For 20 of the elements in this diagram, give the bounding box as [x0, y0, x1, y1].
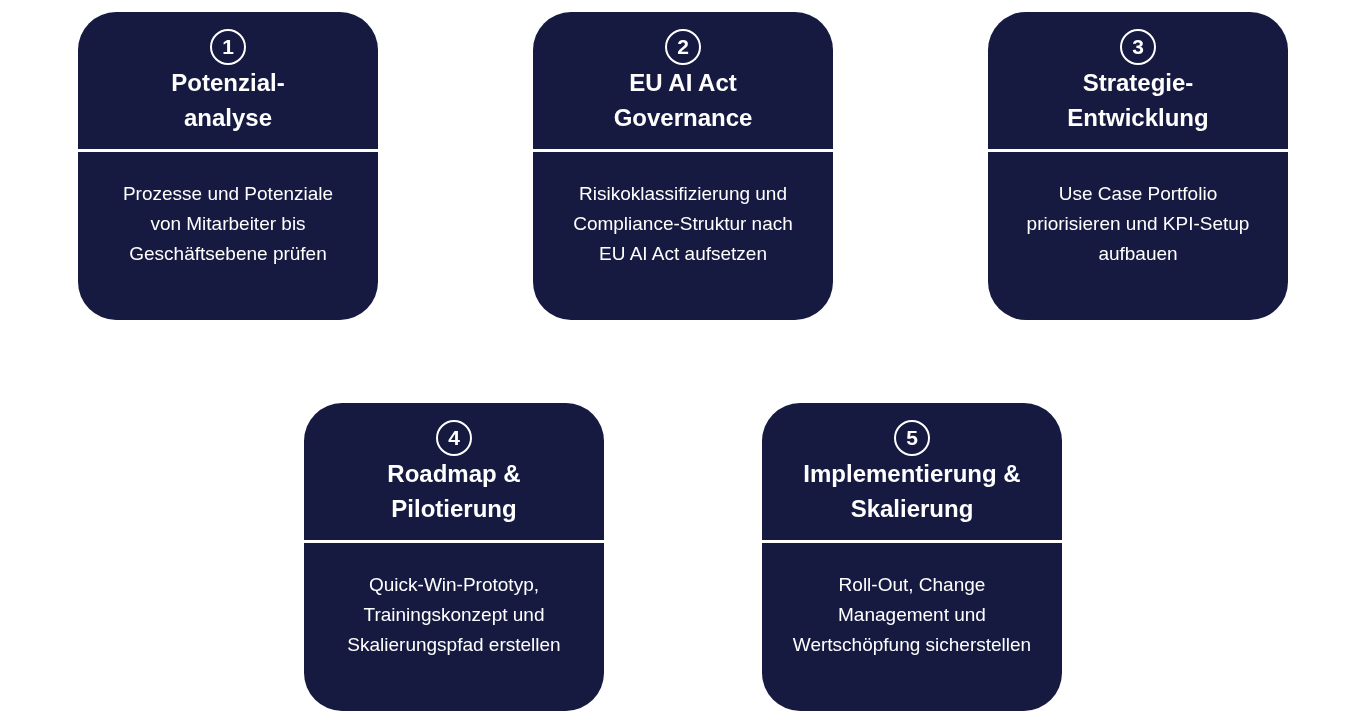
- step-card: [304, 403, 604, 711]
- step-number-circle: 2: [665, 29, 701, 65]
- step-number-circle: 1: [210, 29, 246, 65]
- step-number-circle: 3: [1120, 29, 1156, 65]
- step-description: Use Case Portfolio priorisieren und KPI-Setup aufbauen: [1025, 182, 1251, 266]
- step-card: [78, 12, 378, 320]
- step-title: EU AI Act Governance: [612, 68, 754, 133]
- step-description: Risikoklassifizierung und Compliance-Struktur nach EU AI Act aufsetzen: [572, 182, 794, 266]
- step-title: Strategie- Entwicklung: [1066, 68, 1210, 133]
- step-title: Implementierung & Skalierung: [802, 459, 1022, 524]
- step-description: Quick-Win-Prototyp, Trainingskonzept und Skalierungspfad erstellen: [346, 573, 562, 657]
- step-card: [762, 403, 1062, 711]
- step-number-circle: 4: [436, 420, 472, 456]
- step-description: Prozesse und Potenziale von Mitarbeiter bis Geschäftsebene prüfen: [121, 182, 335, 266]
- step-card: [533, 12, 833, 320]
- step-title: Potenzial- analyse: [170, 68, 286, 133]
- step-description: Roll-Out, Change Management und Wertschöpfung sicherstellen: [791, 573, 1033, 657]
- step-number-circle: 5: [894, 420, 930, 456]
- step-title: Roadmap & Pilotierung: [386, 459, 522, 524]
- step-card: [988, 12, 1288, 320]
